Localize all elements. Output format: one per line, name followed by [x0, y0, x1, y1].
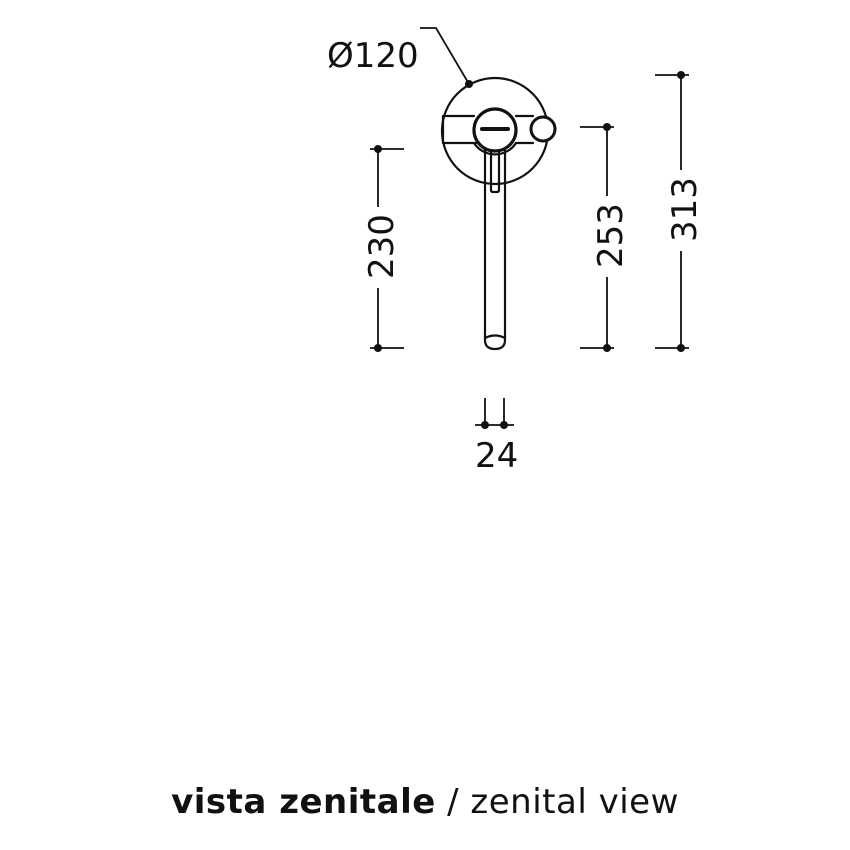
dim-253-bottom-dot — [603, 344, 611, 352]
spout-tip-line — [483, 334, 507, 340]
dim-313-bottom-dot — [677, 344, 685, 352]
dim-230-top-dot — [374, 145, 382, 153]
dim-230-bottom-dot — [374, 344, 382, 352]
dim-24-right-dot — [500, 421, 508, 429]
caption: vista zenitale / zenital view — [0, 782, 850, 822]
dim-24-left-dot — [481, 421, 489, 429]
dim-230-label: 230 — [362, 214, 402, 279]
dim-24-label: 24 — [475, 436, 518, 476]
diameter-leader-dot — [465, 80, 473, 88]
dim-253-top-dot — [603, 123, 611, 131]
mixer-body-bar — [441, 114, 535, 145]
dim-253-label: 253 — [591, 203, 631, 268]
dim-313-label: 313 — [665, 177, 705, 242]
dim-313-top-dot — [677, 71, 685, 79]
diameter-label: Ø120 — [327, 36, 419, 76]
dimension-24 — [475, 398, 514, 426]
caption-primary: vista zenitale — [171, 782, 436, 822]
spout-slot — [489, 148, 501, 194]
caption-secondary: zenital view — [470, 782, 679, 822]
spout-outline — [483, 147, 507, 351]
caption-separator: / — [435, 782, 471, 822]
side-knob — [529, 115, 557, 143]
diameter-leader-line — [420, 27, 470, 85]
knob-shadow-arc — [472, 141, 518, 156]
